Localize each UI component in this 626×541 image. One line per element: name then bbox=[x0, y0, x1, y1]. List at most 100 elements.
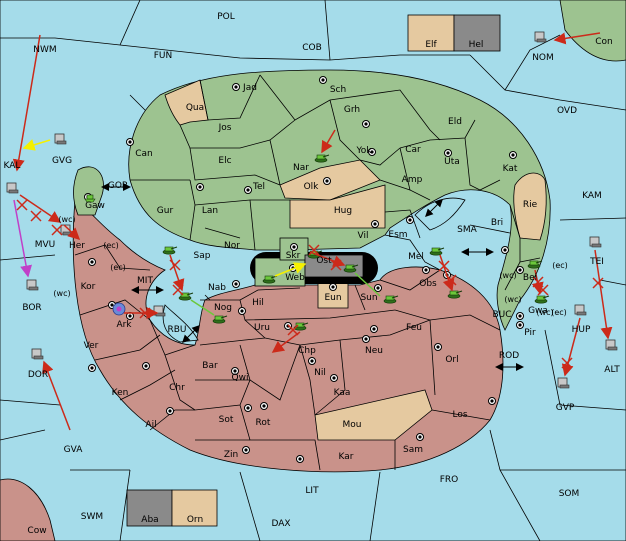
supply-center-bel bbox=[516, 266, 524, 274]
unit-dor bbox=[31, 348, 44, 360]
supply-center-sun bbox=[374, 284, 382, 292]
supply-centers bbox=[84, 76, 524, 463]
supply-center-jad bbox=[232, 83, 240, 91]
label-tei: TEI bbox=[589, 257, 604, 267]
label-ec2: (ec) bbox=[110, 263, 126, 272]
failed-order-mark bbox=[16, 199, 28, 211]
unit-alt bbox=[605, 339, 618, 351]
label-ec1: (ec) bbox=[103, 241, 119, 250]
label-can: Can bbox=[135, 149, 153, 159]
supply-center-qwi bbox=[231, 367, 239, 375]
label-kar: Kar bbox=[339, 452, 354, 462]
supply-center-grh bbox=[362, 120, 370, 128]
supply-center-yok bbox=[368, 148, 376, 156]
failed-order-mark bbox=[445, 274, 457, 286]
label-bri: Bri bbox=[491, 218, 503, 228]
label-gur: Gur bbox=[157, 206, 174, 216]
label-rod: ROD bbox=[499, 351, 519, 361]
label-lan: Lan bbox=[202, 206, 218, 216]
label-nab: Nab bbox=[208, 283, 226, 293]
region-rie bbox=[513, 172, 547, 241]
label-kat: Kat bbox=[503, 164, 518, 174]
label-dor: DOR bbox=[28, 370, 48, 380]
unit-tei bbox=[589, 236, 602, 248]
green-region-borders bbox=[130, 74, 541, 291]
label-yok: Yok bbox=[355, 146, 372, 156]
supply-center-her bbox=[88, 258, 96, 266]
supply-center-nil bbox=[308, 357, 316, 365]
label-kor: Kor bbox=[81, 282, 96, 292]
label-nwm: NWM bbox=[33, 45, 56, 55]
failed-order-mark bbox=[561, 357, 573, 369]
label-con: Con bbox=[595, 37, 613, 47]
label-mvu: MVU bbox=[35, 240, 56, 250]
label-nil: Nil bbox=[314, 368, 326, 378]
label-aba: Aba bbox=[141, 515, 158, 525]
region-gaw bbox=[73, 166, 104, 216]
supply-center-can bbox=[126, 138, 134, 146]
unit-gvg bbox=[54, 133, 67, 145]
label-nog: Nog bbox=[214, 303, 232, 313]
label-fun: FUN bbox=[154, 51, 173, 61]
label-hel: Hel bbox=[469, 40, 484, 50]
legend-orn bbox=[171, 489, 218, 527]
label-ec4: (ec) bbox=[551, 308, 567, 317]
label-gwa: Gwa bbox=[528, 306, 548, 316]
label-uta: Uta bbox=[444, 157, 460, 167]
region-mou bbox=[314, 389, 433, 441]
orders bbox=[12, 32, 613, 431]
failed-order-mark bbox=[172, 284, 184, 296]
supply-center-zin bbox=[242, 446, 250, 454]
label-hil: Hil bbox=[252, 298, 264, 308]
unit-ark-fleet bbox=[112, 302, 126, 316]
label-bar: Bar bbox=[202, 361, 218, 371]
supply-center-kar bbox=[296, 455, 304, 463]
supply-center-ken bbox=[142, 362, 150, 370]
label-sam: Sam bbox=[403, 445, 423, 455]
supply-center-vil bbox=[371, 220, 379, 228]
label-her: Her bbox=[69, 241, 85, 251]
label-nor: Nor bbox=[224, 241, 240, 251]
label-ovd: OVD bbox=[557, 106, 577, 116]
supply-center-olk bbox=[323, 177, 331, 185]
legend-aba bbox=[126, 489, 173, 527]
failed-order-mark bbox=[438, 260, 450, 272]
supply-center-skr bbox=[290, 243, 298, 251]
label-hup: HUP bbox=[572, 325, 591, 335]
label-chr: Chr bbox=[169, 383, 185, 393]
label-jad: Jad bbox=[242, 83, 257, 93]
failed-order-mark bbox=[139, 307, 151, 319]
label-wc4: (wc) bbox=[499, 271, 516, 280]
label-bel: Bel bbox=[523, 273, 537, 283]
label-elf: Elf bbox=[425, 40, 437, 50]
label-som: SOM bbox=[559, 489, 580, 499]
supply-center-ver bbox=[88, 364, 96, 372]
legend-hel bbox=[453, 14, 501, 52]
unit-bor bbox=[26, 279, 39, 291]
label-qwi: Qwi bbox=[232, 373, 249, 383]
label-qua: Qua bbox=[186, 103, 204, 113]
label-car: Car bbox=[405, 145, 421, 155]
label-mel: Mel bbox=[408, 252, 424, 262]
label-sot: Sot bbox=[219, 415, 234, 425]
label-ost: Ost bbox=[316, 256, 332, 266]
label-wc1: (wc) bbox=[58, 215, 75, 224]
label-jos: Jos bbox=[218, 123, 232, 133]
label-rie: Rie bbox=[523, 200, 538, 210]
label-esm: Esm bbox=[388, 230, 407, 240]
label-obs: Obs bbox=[419, 279, 437, 289]
label-ken: Ken bbox=[112, 388, 129, 398]
failed-order-mark bbox=[30, 210, 42, 222]
label-rbu: RBU bbox=[167, 325, 186, 335]
label-cow: Cow bbox=[27, 526, 46, 536]
supply-center-sot bbox=[244, 404, 252, 412]
supply-center-uta bbox=[444, 149, 452, 157]
label-sma: SMA bbox=[457, 225, 477, 235]
label-chp: Chp bbox=[298, 346, 316, 356]
supply-center-kaa bbox=[330, 374, 338, 382]
label-rot: Rot bbox=[256, 418, 271, 428]
supply-center-orl bbox=[434, 343, 442, 351]
label-swm: SWM bbox=[81, 512, 103, 522]
